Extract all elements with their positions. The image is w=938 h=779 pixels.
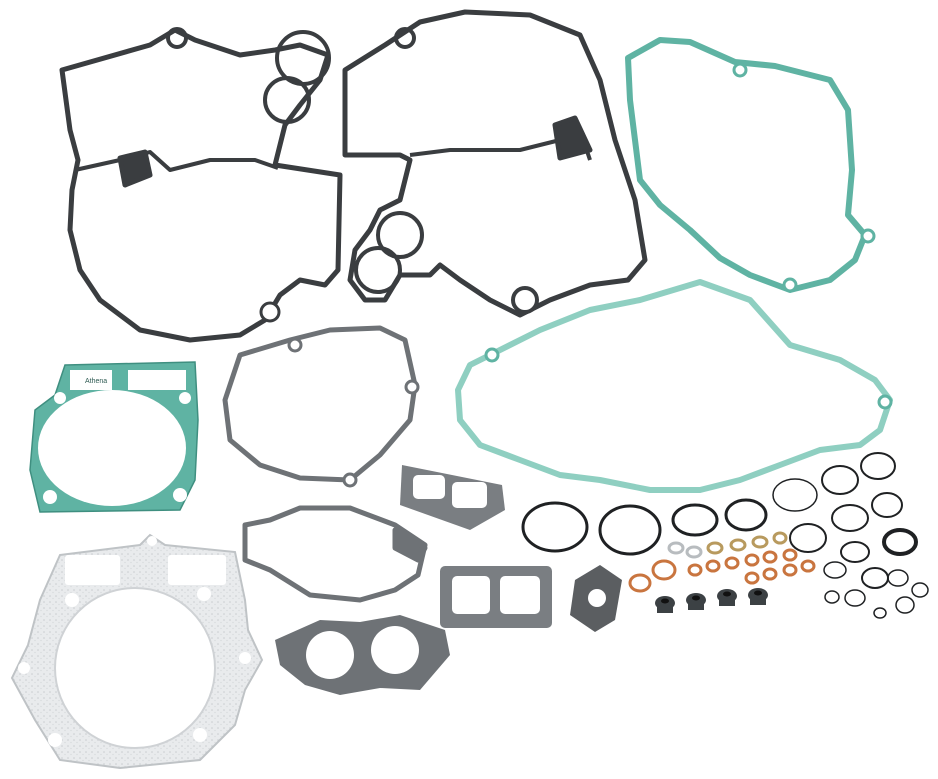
clutch-cover-gasket xyxy=(455,279,893,493)
valve-stem-seals xyxy=(655,588,768,613)
pump-housing-gasket xyxy=(242,505,428,603)
reed-valve-gasket-top xyxy=(400,465,505,530)
right-crankcase-gasket xyxy=(342,9,648,318)
gasket-imprint-text: Athena xyxy=(85,378,107,385)
cylinder-head-gasket xyxy=(10,533,264,770)
exhaust-flange-gasket xyxy=(275,615,450,695)
ignition-cover-gasket xyxy=(625,37,876,293)
water-pump-cover-gasket xyxy=(222,325,420,488)
left-crankcase-gasket xyxy=(59,27,343,343)
intake-gasket xyxy=(570,565,622,632)
sealing-washers xyxy=(628,531,816,593)
cylinder-base-gasket: Athena xyxy=(29,361,199,513)
o-rings xyxy=(521,452,929,619)
reed-valve-gasket-bottom xyxy=(440,566,552,628)
